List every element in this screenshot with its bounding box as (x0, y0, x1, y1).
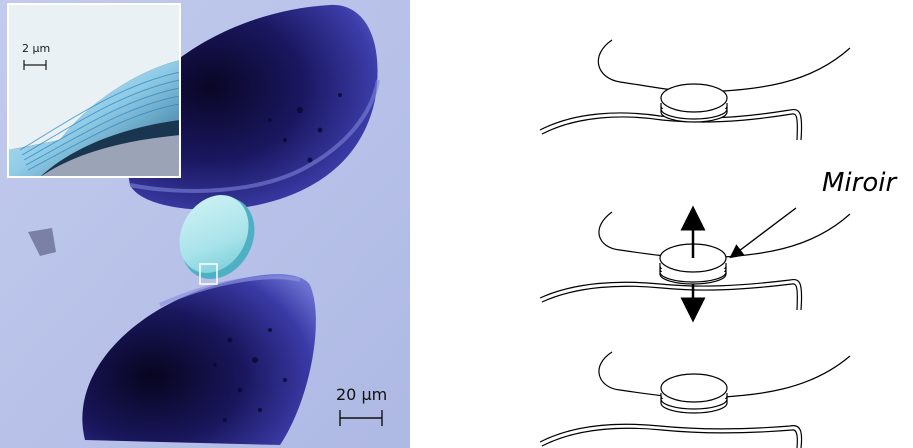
inset-scale-label: 2 µm (22, 42, 50, 55)
panel-oscillating (540, 208, 850, 310)
mirror-oscillation-diagram: Miroir (520, 0, 913, 448)
panel-rest-bottom (540, 352, 850, 448)
mirror-label: Miroir (822, 168, 898, 198)
mirror-stack (661, 84, 727, 122)
panel-rest (540, 40, 850, 140)
sem-micrograph: 2 µm 20 µm (0, 0, 410, 448)
inset-zoom (8, 4, 180, 177)
upper-membrane (598, 40, 850, 92)
main-scale-label: 20 µm (336, 385, 387, 404)
